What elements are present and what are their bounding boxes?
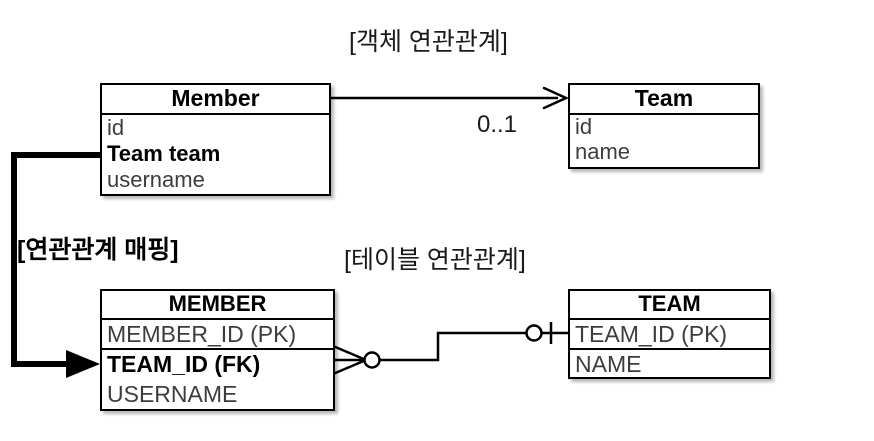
zero-optional-circle-icon xyxy=(363,351,381,369)
table-column-member-id: MEMBER_ID (PK) xyxy=(102,320,333,350)
uml-association-member-team xyxy=(331,86,570,110)
mapping-arrowhead-icon xyxy=(66,350,100,378)
class-box-member[interactable]: Member id Team team username xyxy=(100,83,331,196)
table-column-name: NAME xyxy=(575,351,642,377)
class-attribute-team-id: id xyxy=(575,115,593,139)
class-attribute-username: username xyxy=(107,167,205,192)
class-title-team: Team xyxy=(570,85,758,115)
class-attribute-team-name: name xyxy=(575,140,631,164)
mapping-section-caption: [연관관계 매핑] xyxy=(17,236,179,264)
table-section-caption: [테이블 연관관계] xyxy=(344,246,526,274)
zero-optional-circle-icon-team xyxy=(525,324,543,342)
table-title-team: TEAM xyxy=(570,291,769,320)
class-attribute-id: id xyxy=(107,115,125,140)
relationship-line xyxy=(378,331,528,362)
mapping-connector xyxy=(11,152,100,378)
table-column-team-id-pk: TEAM_ID (PK) xyxy=(570,320,769,350)
mapping-connector-line xyxy=(11,152,100,367)
class-box-team[interactable]: Team id name xyxy=(568,83,760,169)
crows-foot-icon xyxy=(332,344,367,376)
object-section-caption: [객체 연관관계] xyxy=(349,28,508,56)
class-attribute-team: Team team xyxy=(107,141,221,166)
er-relationship-member-team xyxy=(332,322,568,376)
multiplicity-label: 0..1 xyxy=(477,111,518,138)
table-column-username: USERNAME xyxy=(107,381,238,407)
table-box-member[interactable]: MEMBER MEMBER_ID (PK) TEAM_ID (FK) USERN… xyxy=(100,289,335,411)
association-arrowhead-icon xyxy=(542,86,570,110)
table-column-team-id-fk: TEAM_ID (FK) xyxy=(107,351,261,377)
table-title-member: MEMBER xyxy=(102,291,333,320)
table-box-team[interactable]: TEAM TEAM_ID (PK) NAME xyxy=(568,289,771,379)
class-title-member: Member xyxy=(102,85,329,115)
